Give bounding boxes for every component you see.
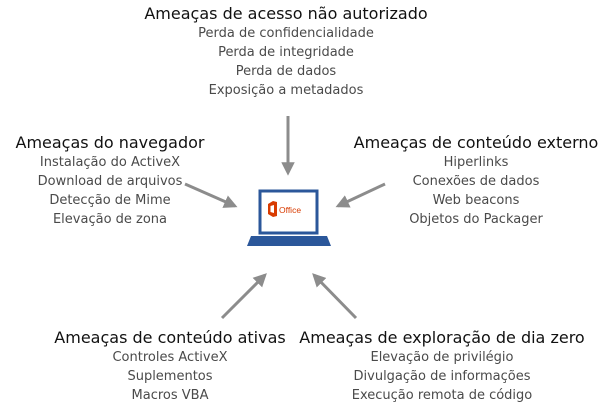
group-active-content: Ameaças de conteúdo ativas Controles Act…	[0, 328, 340, 405]
office-logo-icon: Office	[268, 201, 301, 217]
group-title: Ameaças de exploração de dia zero	[299, 328, 585, 347]
list-item: Download de arquivos	[37, 174, 183, 189]
list-item: Execução remota de código	[351, 388, 533, 403]
group-title: Ameaças de acesso não autorizado	[144, 4, 428, 23]
list-item: Elevação de privilégio	[370, 350, 514, 365]
group-unauthorized-access: Ameaças de acesso não autorizado Perda d…	[116, 4, 456, 100]
list-item: Instalação do ActiveX	[39, 155, 181, 170]
arrow-bottom-left	[220, 273, 267, 320]
list-item: Detecção de Mime	[49, 193, 171, 208]
arrow-bottom-right	[312, 273, 358, 320]
list-item: Conexões de dados	[412, 174, 540, 189]
group-browser: Ameaças do navegador Instalação do Activ…	[0, 133, 220, 229]
list-item: Perda de integridade	[218, 45, 354, 60]
group-zero-day: Ameaças de exploração de dia zero Elevaç…	[282, 328, 602, 405]
list-item: Suplementos	[127, 369, 213, 384]
list-item: Objetos do Packager	[409, 212, 543, 227]
list-item: Controles ActiveX	[112, 350, 228, 365]
list-item: Elevação de zona	[52, 212, 168, 227]
arrow-left	[184, 182, 238, 208]
group-title: Ameaças de conteúdo externo	[353, 133, 599, 152]
list-item: Web beacons	[432, 193, 520, 208]
group-title: Ameaças do navegador	[15, 133, 205, 152]
list-item: Perda de confidencialidade	[198, 26, 374, 41]
group-title: Ameaças de conteúdo ativas	[54, 328, 286, 347]
laptop-icon: Office	[247, 189, 331, 246]
list-item: Hiperlinks	[443, 155, 509, 170]
list-item: Macros VBA	[131, 388, 209, 403]
group-external-content: Ameaças de conteúdo externo Hiperlinks C…	[350, 133, 602, 229]
arrow-right	[335, 182, 386, 208]
list-item: Perda de dados	[235, 64, 337, 79]
list-item: Exposição a metadados	[208, 83, 364, 98]
list-item: Divulgação de informações	[353, 369, 531, 384]
office-logo-text: Office	[279, 205, 301, 215]
